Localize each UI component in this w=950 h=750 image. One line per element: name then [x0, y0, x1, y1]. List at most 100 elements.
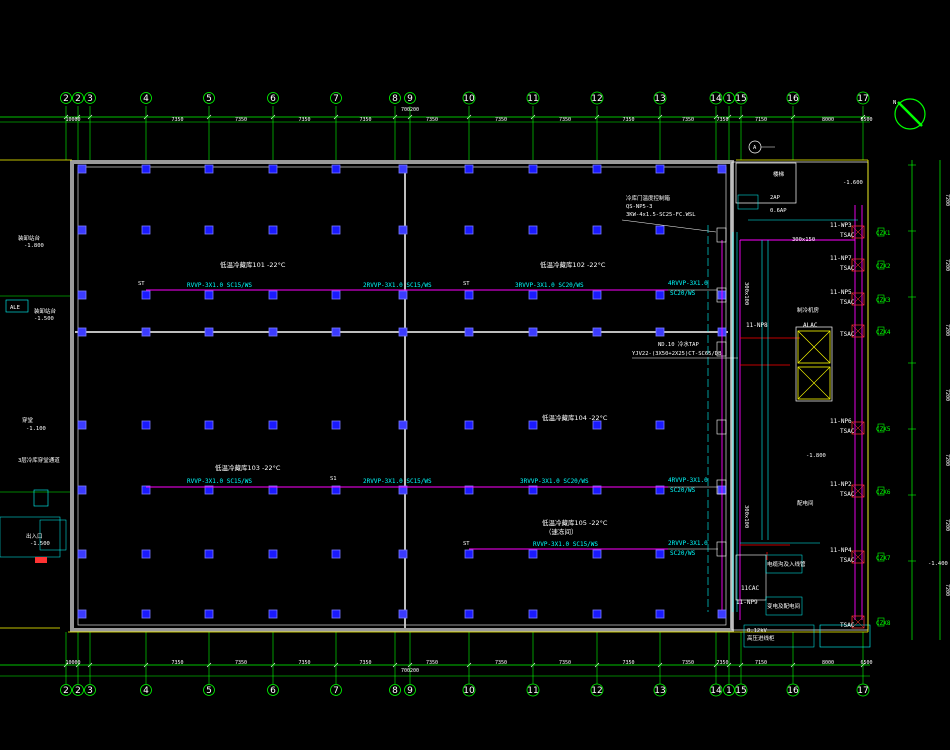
column-marker [528, 225, 538, 235]
column-marker [464, 164, 474, 174]
right-bottom-level-sub: 高压进线柜 [747, 634, 775, 642]
dimension-value: 8000 [822, 117, 834, 123]
sensor-labels: ST S1 ST ST [138, 281, 470, 547]
column-marker [398, 609, 408, 619]
grid-bubble-label: 4 [143, 686, 149, 696]
grid-bubble [84, 92, 96, 104]
grid-bubble-label: 8 [392, 94, 398, 104]
column-marker [464, 609, 474, 619]
column-marker [592, 164, 602, 174]
column-marker [77, 609, 87, 619]
column-marker [398, 549, 408, 559]
grid-bubble [590, 683, 604, 697]
grid-bubble [203, 684, 215, 696]
dimension-value: 7350 [298, 660, 310, 666]
grid-bubble-label: 13 [654, 94, 665, 104]
grid-lines [63, 106, 866, 684]
column-marker [592, 485, 602, 495]
grid-bubble [389, 92, 401, 104]
column-marker [268, 609, 278, 619]
dimension-value: 7350 [426, 117, 438, 123]
dimension-value: 7200 [944, 389, 950, 401]
nd-note-2: YJV22-(3X50+2X25)CT-SC65/DB [632, 351, 722, 357]
sensor-label: S1 [330, 476, 337, 482]
grid-bubble-label: 10 [463, 94, 475, 104]
grid-bubble-label: 16 [787, 686, 799, 696]
left-label-1: 装卸站台 [18, 234, 41, 242]
column-marker [592, 290, 602, 300]
nd-note-1: ND.10 冷水TAP [658, 340, 699, 348]
dimension-value: 6500 [860, 660, 872, 666]
dimension-value: 7200 [944, 519, 950, 531]
grid-bubble-label: 15 [735, 94, 746, 104]
building-walls [0, 159, 871, 648]
grid-bubble [734, 683, 748, 697]
dimension-value: 7350 [559, 660, 571, 666]
column-marker [592, 609, 602, 619]
grid-bubble-label: 2 [63, 94, 69, 104]
column-marker [592, 225, 602, 235]
grid-bubble [786, 91, 800, 105]
right-mid-panel: 11-NP8 [746, 322, 768, 329]
dimension-value: 7350 [171, 117, 183, 123]
column-marker [268, 420, 278, 430]
axis-marker-label: A [753, 145, 757, 151]
right-stair-sub2: 0.6AP [770, 208, 787, 214]
dimension-value: 7350 [359, 660, 371, 666]
column-marker [77, 290, 87, 300]
column-marker [268, 549, 278, 559]
panel-id: CZX6 [876, 489, 891, 496]
grid-bubble [723, 92, 735, 104]
sensor-label: ST [463, 541, 470, 547]
room-label-105: 低温冷藏库105 -22°C [542, 518, 608, 527]
grid-bubble-label: 11 [527, 94, 538, 104]
column-marker [268, 485, 278, 495]
column-marker [141, 327, 151, 337]
dimension-value: 7350 [716, 660, 728, 666]
grid-bubble-label: 6 [270, 686, 276, 696]
dimension-line-right [911, 160, 941, 640]
cable-label-r2e: SC20/WS [670, 487, 696, 494]
dimension-value: 7350 [622, 117, 634, 123]
column-marker [331, 225, 341, 235]
grid-bubble [462, 91, 476, 105]
right-bottom-note-1: 电缆沟及入线管 [767, 560, 806, 568]
sensor-label: ST [138, 281, 145, 287]
right-stair-sub: 2AP [770, 195, 781, 201]
panel-sub-label: TSAC [840, 232, 855, 239]
north-arrow-icon: N [893, 98, 926, 130]
cable-label-r2a: RVVP-3X1.0 SC15/WS [187, 478, 252, 485]
column-marker [141, 164, 151, 174]
column-marker [141, 420, 151, 430]
far-right-level: -1.400 [928, 561, 948, 567]
cable-tray [707, 219, 858, 612]
right-bottom-panel-1: 11-NP9 [736, 599, 758, 606]
grid-bubble-label: 9 [407, 686, 413, 696]
panel-label: 11-NP6 [830, 418, 852, 425]
column-marker [464, 290, 474, 300]
dimension-line-bottom: 700200 [0, 664, 870, 677]
cable-labels: RVVP-3X1.0 SC15/WS 2RVVP-3X1.0 SC15/WS 3… [187, 280, 708, 557]
dimension-value: 7200 [944, 259, 950, 271]
panel-id: CZX8 [876, 620, 891, 627]
panel-sub-label: TSAC [840, 299, 855, 306]
annotations: 冷库门温度控制箱 QS-NP5-3 3KW-4x1.5-SC25-FC.WSL … [621, 194, 815, 528]
column-marker [77, 327, 87, 337]
right-bottom-panel-2: 11CAC [741, 585, 759, 592]
grid-bubble [462, 683, 476, 697]
panel-id: CZX5 [876, 426, 891, 433]
column-marker [398, 164, 408, 174]
dimension-value: 7350 [495, 117, 507, 123]
column-marker [528, 549, 538, 559]
grid-bubble [653, 91, 667, 105]
tray-label-h: 300x150 [792, 237, 815, 243]
column-marker [77, 225, 87, 235]
panel-id: CZX3 [876, 297, 891, 304]
right-zone-labels: 制冷机房 配电间 -1.800 11-NP8 ALAC 楼梯 2AP 0.6AP… [736, 170, 948, 642]
cable-label-r3a: RVVP-3X1.0 SC15/WS [533, 541, 598, 548]
grid-bubble-label: 13 [654, 686, 665, 696]
panel-sub-label: TSAC [840, 265, 855, 272]
